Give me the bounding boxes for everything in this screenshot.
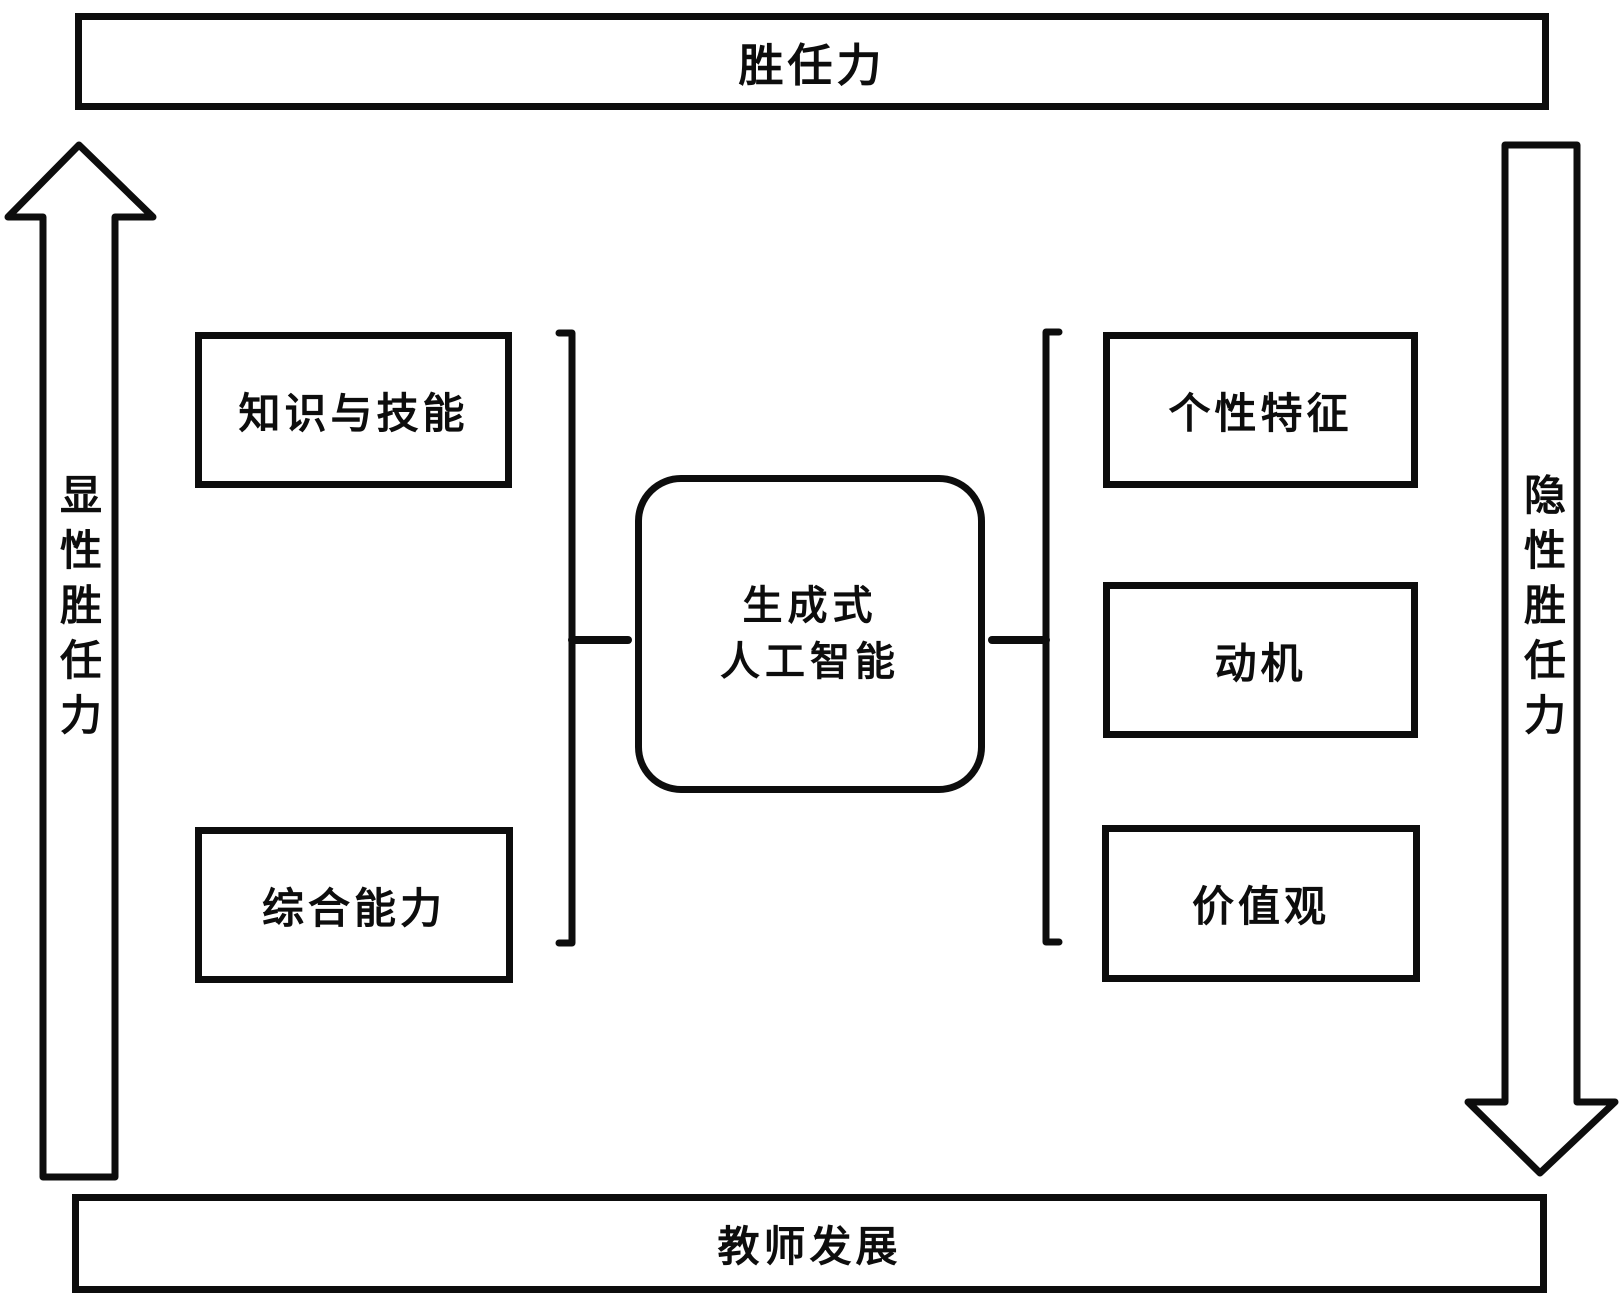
comprehensive-ability-box: 综合能力: [195, 827, 513, 983]
teacher-development-bar-label: 教师发展: [717, 1223, 902, 1270]
competency-bar-label: 胜任力: [738, 40, 886, 91]
values-box: 价值观: [1102, 825, 1420, 982]
personality-traits-box: 个性特征: [1103, 332, 1418, 488]
knowledge-skills-label: 知识与技能: [238, 389, 469, 437]
motivation-box: 动机: [1103, 582, 1418, 738]
implicit-competency-label: 隐性胜任力: [1518, 472, 1566, 748]
down-arrow-icon: [1464, 141, 1619, 1177]
personality-traits-label: 个性特征: [1168, 389, 1353, 437]
generative-ai-line1: 生成式: [742, 584, 878, 628]
generative-ai-line2: 人工智能: [720, 640, 900, 684]
explicit-competency-label: 显性胜任力: [54, 472, 102, 748]
generative-ai-node: 生成式 人工智能: [635, 475, 985, 793]
competency-bar: 胜任力: [75, 13, 1549, 110]
up-arrow-icon: [4, 141, 157, 1181]
motivation-label: 动机: [1214, 639, 1307, 687]
comprehensive-ability-label: 综合能力: [261, 884, 446, 932]
teacher-development-bar: 教师发展: [72, 1194, 1547, 1293]
values-label: 价值观: [1191, 883, 1330, 930]
knowledge-skills-box: 知识与技能: [195, 332, 512, 488]
